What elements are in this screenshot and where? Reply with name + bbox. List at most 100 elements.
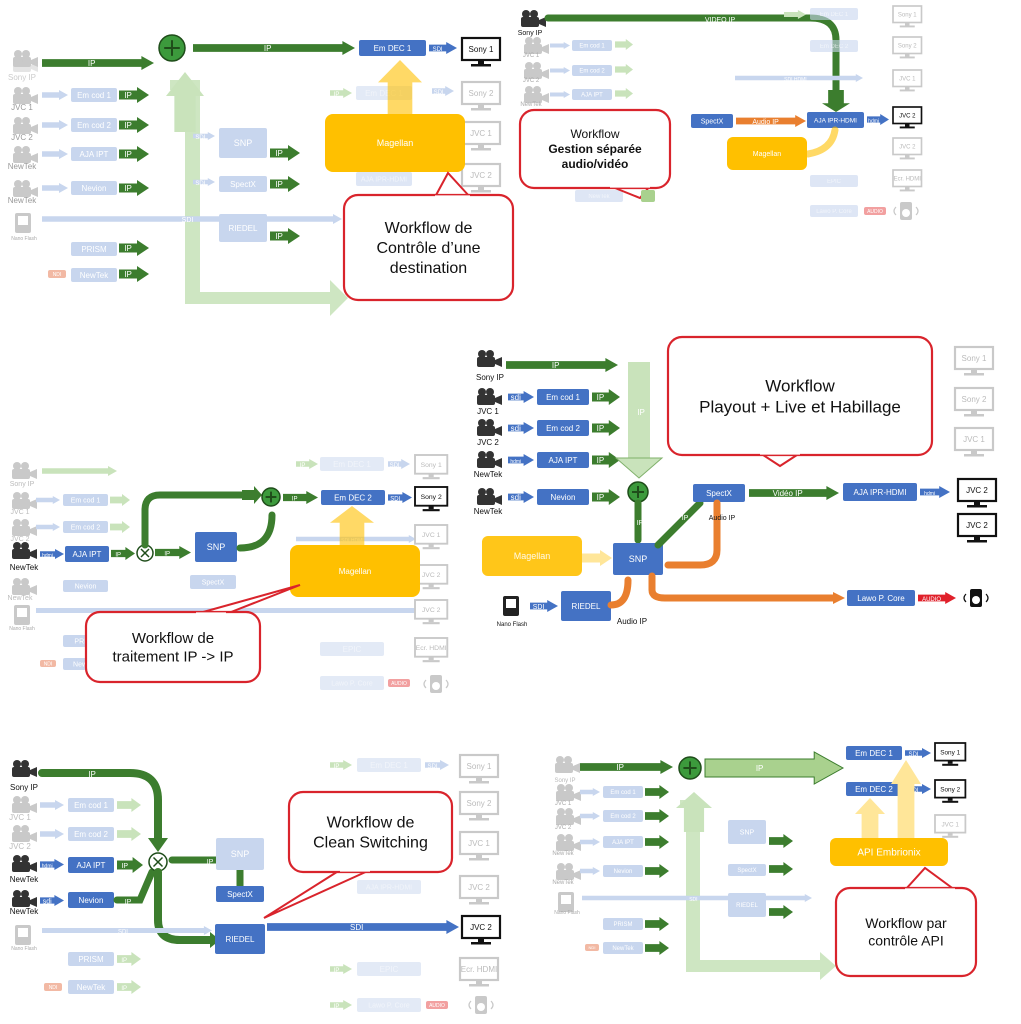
p2-green-tag-box xyxy=(641,190,655,202)
p3-em-dec1-box xyxy=(320,457,384,471)
p2-aja-ipr-label: AJA IPR-HDMI xyxy=(814,117,857,124)
p6-em-dec2-label: Em DEC 2 xyxy=(855,785,893,794)
p5-speaker-wave-l xyxy=(468,1000,472,1010)
p4-snp-spectx-label: IP xyxy=(682,515,689,522)
p5-out-sony2-label: Sony 2 xyxy=(467,799,492,808)
p1-nano-name: Nano Flash xyxy=(11,236,37,242)
p2-magellan-link xyxy=(804,126,839,158)
p2-src-link xyxy=(550,42,570,49)
p6-prism-box xyxy=(603,918,643,930)
p6-api-up2 xyxy=(891,760,921,838)
p1-callout-line: Contrôle d’une xyxy=(376,240,480,257)
p5-riedel-label: RIEDEL xyxy=(226,935,255,944)
p6-encoder-box xyxy=(603,810,643,822)
p1-out-sony1-label: Sony 1 xyxy=(469,45,494,54)
p5-nt2-camera-body xyxy=(12,897,30,907)
p5-aja-ipr-box xyxy=(357,880,421,894)
p6-snp-label: SNP xyxy=(740,829,755,836)
p4-sdi xyxy=(530,600,558,612)
p1-dec-sdi-label: SDI xyxy=(433,47,443,53)
p3-src-name: JVC 1 xyxy=(10,509,29,516)
p6-sony-camera-lens xyxy=(573,763,580,773)
p6-encoder-box xyxy=(603,865,643,877)
p1-src-camera-reel1 xyxy=(14,146,22,154)
p1-enc-ip-label: IP xyxy=(124,184,132,193)
p3-src-camera-nt2-reel2 xyxy=(21,578,29,586)
p1-callout-line: destination xyxy=(390,260,467,277)
p1-em-dec-faded-label: Em DEC 1 xyxy=(365,89,403,98)
p2-audio-ip-label: Audio IP xyxy=(752,119,779,126)
p5-out-ecr-label: Ecr. HDMI xyxy=(461,965,497,974)
p2-out-jvc2-neck xyxy=(905,123,910,127)
p5-nt2-name: NewTek xyxy=(10,907,39,916)
p6-spectx-label: SpectX xyxy=(737,868,756,874)
p2-encoder-box xyxy=(572,65,612,76)
p3-newtek-camera-lens xyxy=(30,549,37,559)
p5-r-ip xyxy=(330,760,352,770)
p4-sony-camera-body xyxy=(477,357,495,367)
p1-src-camera-body xyxy=(13,94,31,104)
p6-src-camera-body xyxy=(556,791,574,801)
p3-src-camera-reel2 xyxy=(21,519,29,527)
p6-encoder-label: AJA IPT xyxy=(612,840,634,846)
p4-enc-ip xyxy=(592,420,620,436)
p5-nevion-label: Nevion xyxy=(79,896,104,905)
p3-out-sony1-neck xyxy=(428,473,434,478)
p5-encoder-box xyxy=(68,827,114,841)
p3-sony-camera-reel2 xyxy=(21,462,29,470)
p4-out-sony1-stand xyxy=(964,373,984,376)
p4-src-link xyxy=(508,491,534,503)
p1-snp-sdi-label: SDI xyxy=(195,135,205,141)
p5-spectx-box xyxy=(216,886,264,902)
p3-upper-path xyxy=(141,491,254,549)
p1-magellan-box xyxy=(325,114,465,172)
p1-sony-camera-body xyxy=(13,62,31,72)
p5-prism-box xyxy=(68,952,114,966)
p5-spectx-ip-label: IP xyxy=(207,859,214,866)
p4-src-camera-body xyxy=(477,458,495,468)
p5-lawo-ip-label: IP xyxy=(334,1004,340,1010)
p5-src-camera-body xyxy=(12,832,30,842)
p4-out-sony2-stand xyxy=(964,414,984,417)
p5-sdi-b xyxy=(40,895,64,906)
p5-riedel-box xyxy=(215,924,265,954)
p6-src-camera-reel1 xyxy=(557,784,565,792)
p1-spectx-sdi-label: SDI xyxy=(195,181,205,187)
p6-src-camera-body xyxy=(556,815,574,825)
p4-audio-tag-label: AUDIO xyxy=(922,597,941,603)
p3-spectx-box xyxy=(190,575,236,589)
p2-spectx-box xyxy=(691,114,733,128)
p4-hdmi xyxy=(920,486,950,498)
p6-sony-name: Sony IP xyxy=(554,778,575,784)
p2-out-ecr-label: Ecr. HDMI xyxy=(894,177,922,183)
p5-src-camera-reel1 xyxy=(13,825,21,833)
p5-newtek-box xyxy=(68,980,114,994)
p1-ndi-tag-label: NDI xyxy=(53,272,62,278)
p3-out-sony1-stand xyxy=(422,477,440,480)
p1-encoder-label: Nevion xyxy=(82,184,107,193)
p5-audio-label: AUDIO xyxy=(429,1003,445,1009)
p2-encoder-label: Em cod 2 xyxy=(579,69,605,75)
p1-riedel-label: RIEDEL xyxy=(229,224,258,233)
p3-r-sdi xyxy=(388,459,410,469)
p4-out-jvc2-label: JVC 2 xyxy=(966,486,988,495)
p3-to-snp-ip xyxy=(155,546,191,559)
p5-out-jvc2-label: JVC 2 xyxy=(470,923,492,932)
p2-speaker-wave-r xyxy=(915,206,919,216)
p5-callout-line: Clean Switching xyxy=(313,835,428,852)
p2-magellan-label: Magellan xyxy=(753,151,782,158)
p4-sony-name: Sony IP xyxy=(476,373,504,382)
p3-out-sony1-label: Sony 1 xyxy=(421,462,442,469)
p5-speaker-wave-r xyxy=(490,1000,494,1010)
p6-out-sony1-neck xyxy=(947,760,953,764)
p2-encoder-label: AJA IPT xyxy=(581,93,603,99)
p6-enc-ip xyxy=(645,809,669,823)
p6-src-camera-reel2 xyxy=(565,784,573,792)
p2-out-jvc1-label: JVC 1 xyxy=(899,77,916,83)
p6-src-name: NewTek xyxy=(552,851,574,857)
p6-src-camera-body xyxy=(556,841,574,851)
p1-snp-ip-label: IP xyxy=(275,149,283,158)
p3-out-jvc1-neck xyxy=(428,543,434,548)
p5-encoder-label: Em cod 2 xyxy=(74,830,108,839)
